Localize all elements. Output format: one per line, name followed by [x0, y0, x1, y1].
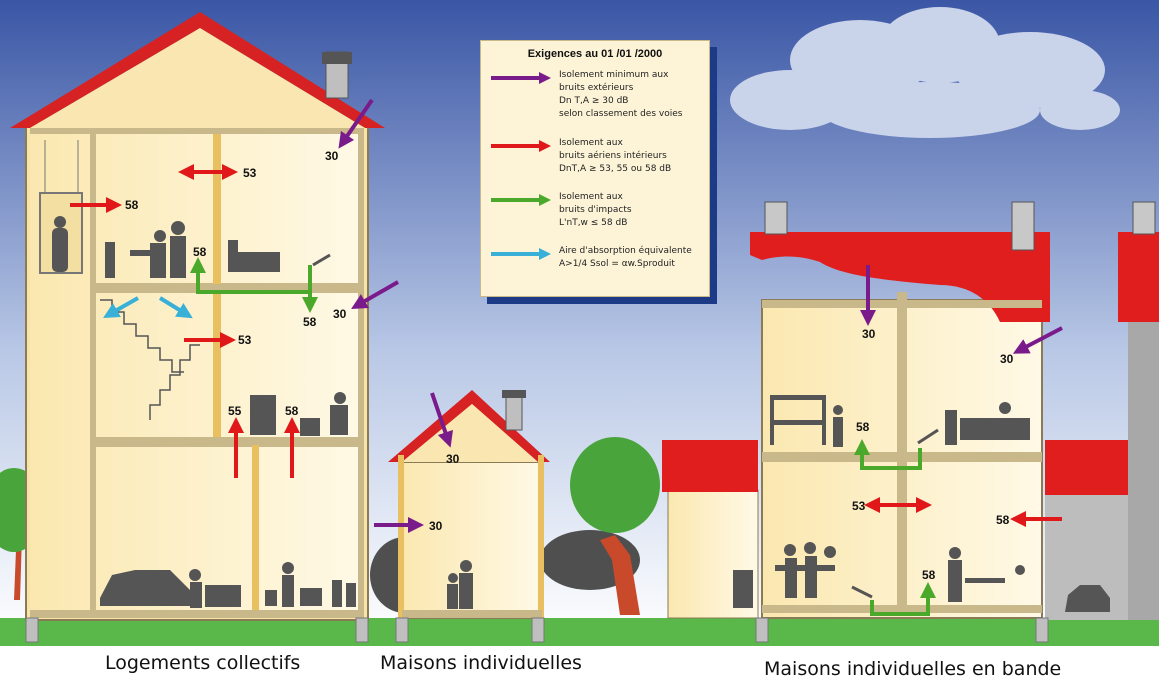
row-houses: [662, 201, 1110, 643]
label-30-row-right: 30: [1000, 352, 1014, 366]
apartment-building: [10, 12, 385, 643]
impact-hammers: [312, 253, 939, 599]
label-53-row: 53: [852, 499, 866, 513]
red-arrow-icon: [491, 140, 551, 152]
legend-item-exterior: Isolement minimum aux bruits extérieurs …: [489, 69, 705, 129]
label-58-row-bottom: 58: [922, 568, 936, 582]
label-30-row-top: 30: [862, 327, 876, 341]
legend-text-airborne: Isolement aux bruits aériens intérieurs …: [559, 138, 672, 174]
label-58-row-right: 58: [996, 513, 1010, 527]
green-arrow-icon: [491, 194, 551, 206]
legend-item-airborne: Isolement aux bruits aériens intérieurs …: [489, 137, 705, 187]
legend-text-impact: Isolement aux bruits d'impacts L'nT,w ≤ …: [559, 192, 632, 228]
label-58-row-impact: 58: [856, 420, 870, 434]
caption-logements-collectifs: Logements collectifs: [105, 652, 301, 674]
label-30-house-roof: 30: [446, 452, 460, 466]
legend-text-exterior: Isolement minimum aux bruits extérieurs …: [559, 70, 683, 119]
grass: [0, 618, 1159, 646]
label-58-impact-up: 58: [193, 245, 207, 259]
cloud: [730, 7, 1120, 138]
legend-box: Exigences au 01 /01 /2000 Isolement mini…: [480, 40, 710, 297]
label-30-wall: 30: [333, 307, 347, 321]
caption-maisons-individuelles: Maisons individuelles: [380, 652, 582, 674]
label-55: 55: [228, 404, 242, 418]
label-58-elevator: 58: [125, 198, 139, 212]
arrows: [70, 98, 1063, 616]
label-58-impact-down: 58: [303, 315, 317, 329]
purple-arrow-icon: [491, 72, 551, 84]
label-30-roof: 30: [325, 149, 339, 163]
single-house: [388, 390, 550, 643]
blue-arrow-icon: [491, 248, 551, 260]
legend-text-absorption: Aire d'absorption équivalente A>1/4 Ssol…: [559, 246, 692, 269]
caption-maisons-en-bande: Maisons individuelles en bande: [764, 658, 1062, 680]
label-30-house-wall: 30: [429, 519, 443, 533]
legend-item-impact: Isolement aux bruits d'impacts L'nT,w ≤ …: [489, 191, 705, 241]
legend-item-absorption: Aire d'absorption équivalente A>1/4 Ssol…: [489, 245, 705, 285]
building-far-right: [1045, 201, 1159, 620]
value-labels: 30 30 53 58 58 58 53 55 58 30 30 30 30 5…: [125, 149, 1014, 582]
label-53-top: 53: [243, 166, 257, 180]
label-53-mid: 53: [238, 333, 252, 347]
label-58-mid: 58: [285, 404, 299, 418]
legend-title: Exigences au 01 /01 /2000: [527, 48, 663, 60]
